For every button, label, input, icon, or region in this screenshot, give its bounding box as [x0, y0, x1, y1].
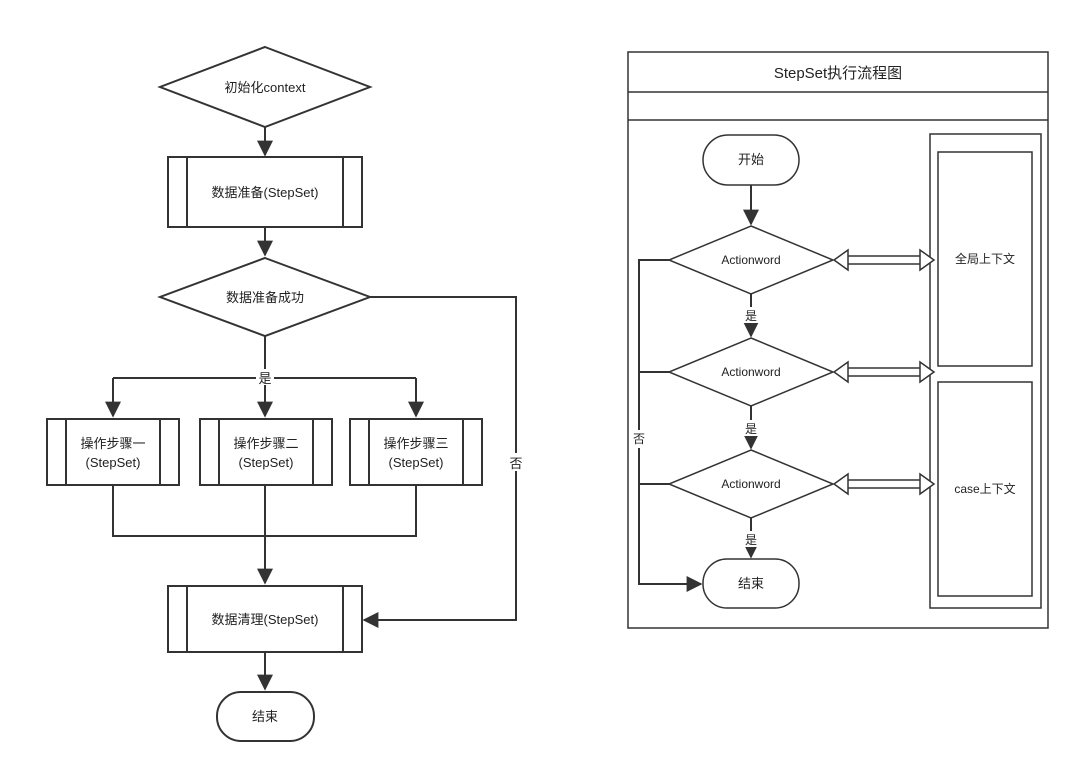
- global-context-label: 全局上下文: [955, 251, 1015, 266]
- left-flowchart: 初始化context 数据准备(StepSet) 数据准备成功 是: [46, 45, 526, 742]
- step2-process: 操作步骤二 (StepSet): [199, 418, 333, 486]
- actionword-label-2: Actionword: [721, 365, 780, 379]
- end-terminator-right: 结束: [702, 558, 800, 609]
- no-label: 否: [509, 456, 522, 471]
- double-arrow-2: [832, 360, 936, 384]
- init-context-label: 初始化context: [225, 80, 306, 95]
- end-label: 结束: [252, 709, 278, 724]
- step2-label-line1: 操作步骤二: [233, 436, 298, 451]
- yes-label: 是: [258, 371, 271, 386]
- start-terminator: 开始: [702, 134, 800, 186]
- actionword-label-1: Actionword: [721, 253, 780, 267]
- data-prepare-process: 数据准备(StepSet): [167, 156, 363, 228]
- data-cleanup-label: 数据清理(StepSet): [212, 612, 319, 627]
- global-context-box: 全局上下文: [937, 151, 1033, 367]
- init-context-diamond: 初始化context: [157, 45, 373, 129]
- yes-label-3: 是: [745, 533, 757, 547]
- end-terminator: 结束: [216, 691, 315, 742]
- step3-label-line2: (StepSet): [389, 455, 444, 470]
- double-arrow-1: [832, 248, 936, 272]
- step1-label-line1: 操作步骤一: [80, 436, 145, 451]
- prepare-success-label: 数据准备成功: [226, 290, 304, 305]
- yes-label-2: 是: [745, 422, 757, 436]
- no-label-right: 否: [633, 432, 645, 446]
- step3-process: 操作步骤三 (StepSet): [349, 418, 483, 486]
- data-prepare-label: 数据准备(StepSet): [212, 185, 319, 200]
- prepare-success-diamond: 数据准备成功: [157, 256, 373, 338]
- start-label: 开始: [738, 152, 764, 167]
- actionword-label-3: Actionword: [721, 477, 780, 491]
- case-context-box: case上下文: [937, 381, 1033, 597]
- pool-title: StepSet执行流程图: [774, 65, 902, 82]
- double-arrow-3: [832, 472, 936, 496]
- actionword-decision-3: Actionword: [667, 449, 835, 519]
- step1-label-line2: (StepSet): [86, 455, 141, 470]
- data-cleanup-process: 数据清理(StepSet): [167, 585, 363, 653]
- connector-no-branch-right: [638, 259, 703, 592]
- end-label-right: 结束: [738, 576, 764, 591]
- step3-label-line1: 操作步骤三: [383, 436, 448, 451]
- yes-label-1: 是: [745, 309, 757, 323]
- step1-process: 操作步骤一 (StepSet): [46, 418, 180, 486]
- step2-label-line2: (StepSet): [239, 455, 294, 470]
- right-flowchart: StepSet执行流程图 开始 Actionword 是 Actionword …: [627, 51, 1049, 629]
- case-context-label: case上下文: [954, 481, 1015, 496]
